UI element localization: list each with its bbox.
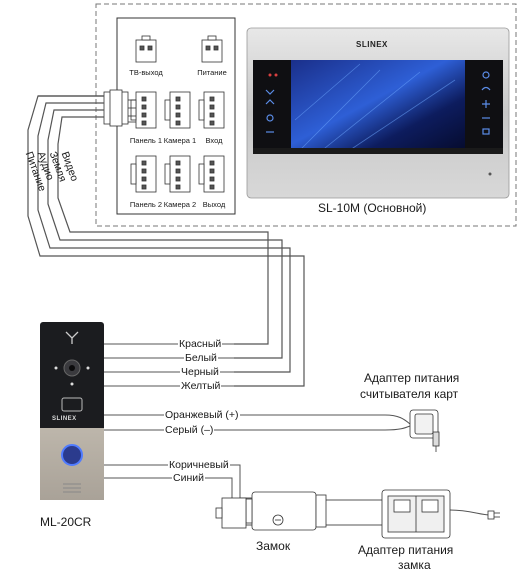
connector-label-tv-out: ТВ-выход bbox=[129, 68, 163, 77]
connector-label-output: Выход bbox=[202, 200, 226, 209]
lock-device bbox=[215, 491, 327, 531]
connector-label-camera2: Камера 2 bbox=[163, 200, 197, 209]
connector-camera2 bbox=[164, 155, 191, 193]
wire-label-white: Белый bbox=[184, 352, 218, 364]
connector-input bbox=[198, 91, 225, 129]
wire-label-red: Красный bbox=[178, 338, 223, 350]
call-panel-device bbox=[40, 322, 104, 500]
card-adapter-caption-line2: считывателя карт bbox=[360, 387, 459, 401]
monitor-caption: SL-10M (Основной) bbox=[318, 201, 427, 215]
connector-panel1 bbox=[130, 91, 157, 129]
lock-caption: Замок bbox=[256, 539, 291, 553]
connector-output bbox=[198, 155, 225, 193]
lock-adapter-caption-line1: Адаптер питания bbox=[358, 543, 454, 557]
wire-label-orange: Оранжевый (+) bbox=[164, 409, 240, 421]
lock-adapter-caption-line2: замка bbox=[398, 558, 431, 572]
connector-label-power: Питание bbox=[197, 68, 227, 77]
wire-label-brown: Коричневый bbox=[168, 459, 230, 471]
panel-brand-logo: SLINEX bbox=[52, 416, 77, 422]
card-adapter-caption-line1: Адаптер питания bbox=[364, 371, 460, 385]
connector-camera1 bbox=[164, 91, 191, 129]
connector-tv-out bbox=[135, 35, 157, 63]
connector-panel2 bbox=[130, 155, 157, 193]
panel1-plug bbox=[103, 89, 136, 127]
wire-label-gray: Серый (–) bbox=[164, 424, 215, 436]
connector-label-panel2: Панель 2 bbox=[129, 200, 163, 209]
monitor-brand-logo: SLINEX bbox=[356, 40, 388, 49]
cable-bundle bbox=[27, 95, 305, 387]
wire-label-blue: Синий bbox=[172, 472, 205, 484]
monitor-device bbox=[246, 27, 510, 199]
connector-label-camera1: Камера 1 bbox=[163, 136, 197, 145]
lock-adapter-device bbox=[381, 489, 500, 539]
wire-label-yellow: Желтый bbox=[180, 380, 222, 392]
connector-label-panel1: Панель 1 bbox=[129, 136, 163, 145]
connector-label-input: Вход bbox=[205, 136, 223, 145]
card-adapter-device bbox=[409, 409, 440, 452]
panel-caption: ML-20CR bbox=[40, 515, 92, 529]
connector-power bbox=[201, 35, 223, 63]
monitor-zone-frame bbox=[95, 3, 517, 227]
wire-label-black: Черный bbox=[180, 366, 220, 378]
